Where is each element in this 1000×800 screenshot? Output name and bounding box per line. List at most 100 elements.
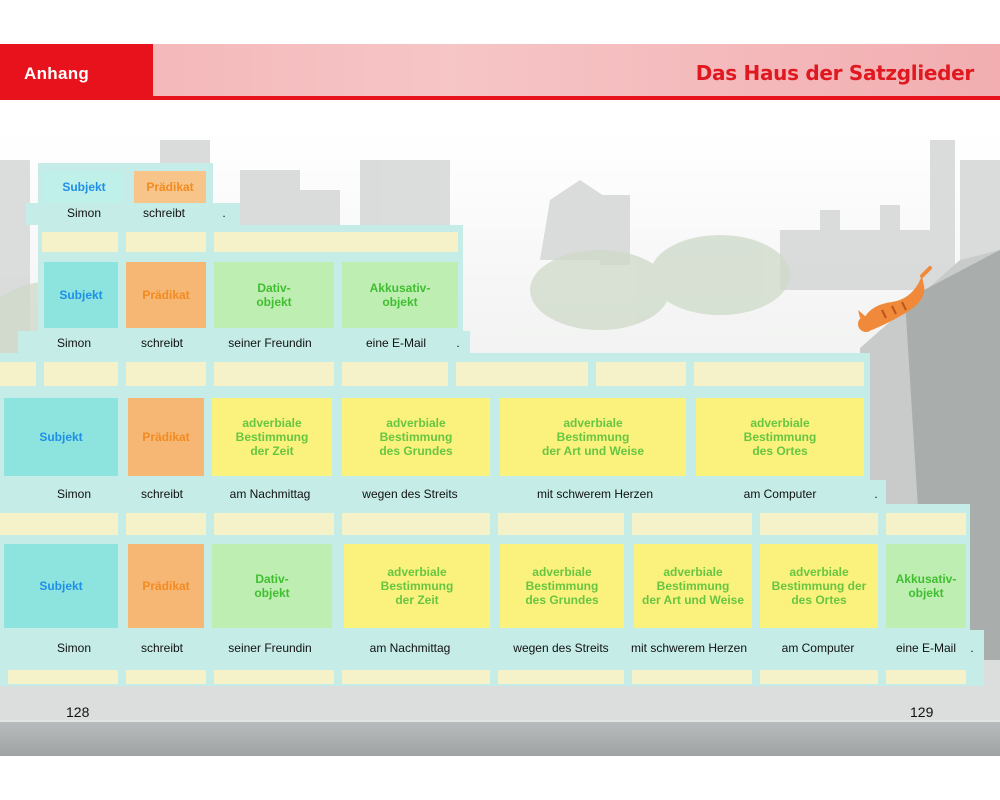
row3-label-adv-zeit: adverbiale Bestimmung der Zeit — [212, 398, 332, 476]
row3-label-adv-grund-text: adverbiale Bestimmung des Grundes — [379, 416, 453, 458]
brick — [498, 670, 624, 684]
section-label: Anhang — [24, 64, 90, 83]
page-number-right: 129 — [910, 704, 934, 720]
row4-word-punct: . — [970, 641, 974, 655]
brick — [42, 232, 118, 252]
row1-word-punct: . — [222, 206, 226, 220]
row3-word-praedikat: schreibt — [140, 487, 184, 501]
row4-label-akkusativobjekt-text: Akkusativ- objekt — [895, 572, 957, 600]
row2-label-praedikat: Prädikat — [126, 262, 206, 328]
brick — [342, 670, 490, 684]
row2-label-subjekt: Subjekt — [44, 262, 118, 328]
row4-label-subjekt: Subjekt — [4, 544, 118, 628]
row1-label-praedikat-text: Prädikat — [146, 180, 194, 194]
row4-word-dativobjekt: seiner Freundin — [228, 641, 312, 655]
row4-label-dativobjekt-text: Dativ- objekt — [254, 572, 290, 600]
row1-word-subjekt: Simon — [66, 206, 101, 220]
brick — [0, 513, 118, 535]
row2-word-punct: . — [456, 336, 460, 350]
brick — [126, 670, 206, 684]
brick — [44, 362, 118, 386]
brick — [596, 362, 686, 386]
brick — [760, 670, 878, 684]
row3-label-subjekt: Subjekt — [4, 398, 118, 476]
row4-label-adv-ort: adverbiale Bestimmung der des Ortes — [760, 544, 878, 628]
section-tab: Anhang — [0, 44, 153, 100]
brick — [632, 513, 752, 535]
row3-label-adv-art: adverbiale Bestimmung der Art und Weise — [500, 398, 686, 476]
brick — [126, 362, 206, 386]
row3-label-adv-ort-text: adverbiale Bestimmung des Ortes — [743, 416, 817, 458]
row4-word-adv-grund: wegen des Streits — [513, 641, 609, 655]
row4-word-adv-art: mit schwerem Herzen — [630, 641, 748, 655]
ground-strip — [0, 722, 1000, 756]
row2-label-dativobjekt-text: Dativ- objekt — [256, 281, 292, 309]
row2-word-akkusativobjekt: eine E-Mail — [365, 336, 427, 350]
row1-label-praedikat: Prädikat — [134, 171, 206, 203]
row3-label-adv-ort: adverbiale Bestimmung des Ortes — [696, 398, 864, 476]
row3-word-punct: . — [874, 487, 878, 501]
row4-label-subjekt-text: Subjekt — [39, 579, 83, 593]
row2-word-subjekt: Simon — [56, 336, 91, 350]
row4-word-subjekt: Simon — [56, 641, 91, 655]
row3-label-subjekt-text: Subjekt — [39, 430, 83, 444]
page-header: Anhang Das Haus der Satzglieder — [0, 44, 1000, 100]
row4-label-adv-art: adverbiale Bestimmung der Art und Weise — [634, 544, 752, 628]
brick — [886, 670, 966, 684]
brick — [760, 513, 878, 535]
row3-word-adv-ort: am Computer — [743, 487, 817, 501]
row3-label-adv-grund: adverbiale Bestimmung des Grundes — [342, 398, 490, 476]
row3-word-adv-art: mit schwerem Herzen — [536, 487, 654, 501]
row4-word-band — [0, 630, 984, 664]
row3-label-adv-zeit-text: adverbiale Bestimmung der Zeit — [235, 416, 309, 458]
brick — [214, 513, 334, 535]
row4-label-adv-zeit: adverbiale Bestimmung der Zeit — [344, 544, 490, 628]
row1-word-band — [26, 203, 240, 225]
row4-label-adv-grund: adverbiale Bestimmung des Grundes — [500, 544, 624, 628]
row4-label-adv-zeit-text: adverbiale Bestimmung der Zeit — [380, 565, 454, 607]
page-title: Das Haus der Satzglieder — [695, 61, 975, 85]
row2-label-subjekt-text: Subjekt — [59, 288, 103, 302]
row3-word-band — [0, 480, 886, 506]
row3-label-adv-art-text: adverbiale Bestimmung der Art und Weise — [541, 416, 645, 458]
row4-label-adv-grund-text: adverbiale Bestimmung des Grundes — [525, 565, 599, 607]
row4-word-akkusativobjekt: eine E-Mail — [895, 641, 957, 655]
row1-label-subjekt: Subjekt — [44, 171, 124, 203]
row4-word-praedikat: schreibt — [140, 641, 184, 655]
brick — [214, 232, 458, 252]
brick — [126, 513, 206, 535]
brick — [342, 362, 448, 386]
row4-label-praedikat-text: Prädikat — [142, 579, 190, 593]
row2-word-band — [18, 331, 470, 355]
brick — [456, 362, 588, 386]
brick — [0, 362, 36, 386]
brick — [8, 670, 118, 684]
brick — [342, 513, 490, 535]
brick — [694, 362, 864, 386]
cat-icon — [858, 266, 932, 332]
row4-word-adv-zeit: am Nachmittag — [369, 641, 451, 655]
header-divider — [0, 96, 1000, 100]
row2-label-akkusativobjekt: Akkusativ- objekt — [342, 262, 458, 328]
page-number-left: 128 — [66, 704, 90, 720]
row2-word-dativobjekt: seiner Freundin — [228, 336, 312, 350]
row3-word-adv-zeit: am Nachmittag — [229, 487, 311, 501]
row4-label-adv-art-text: adverbiale Bestimmung der Art und Weise — [641, 565, 745, 607]
row4-word-adv-ort: am Computer — [781, 641, 855, 655]
row3-label-praedikat: Prädikat — [128, 398, 204, 476]
brick — [214, 362, 334, 386]
row2-label-akkusativobjekt-text: Akkusativ- objekt — [369, 281, 431, 309]
row3-word-subjekt: Simon — [56, 487, 91, 501]
row2-word-praedikat: schreibt — [140, 336, 184, 350]
row3-label-praedikat-text: Prädikat — [142, 430, 190, 444]
row4-label-akkusativobjekt: Akkusativ- objekt — [886, 544, 966, 628]
brick — [632, 670, 752, 684]
brick — [498, 513, 624, 535]
row3-word-adv-grund: wegen des Streits — [362, 487, 458, 501]
brick — [214, 670, 334, 684]
row4-label-adv-ort-text: adverbiale Bestimmung der des Ortes — [771, 565, 867, 607]
row4-label-praedikat: Prädikat — [128, 544, 204, 628]
row4-label-dativobjekt: Dativ- objekt — [212, 544, 332, 628]
row2-label-praedikat-text: Prädikat — [142, 288, 190, 302]
